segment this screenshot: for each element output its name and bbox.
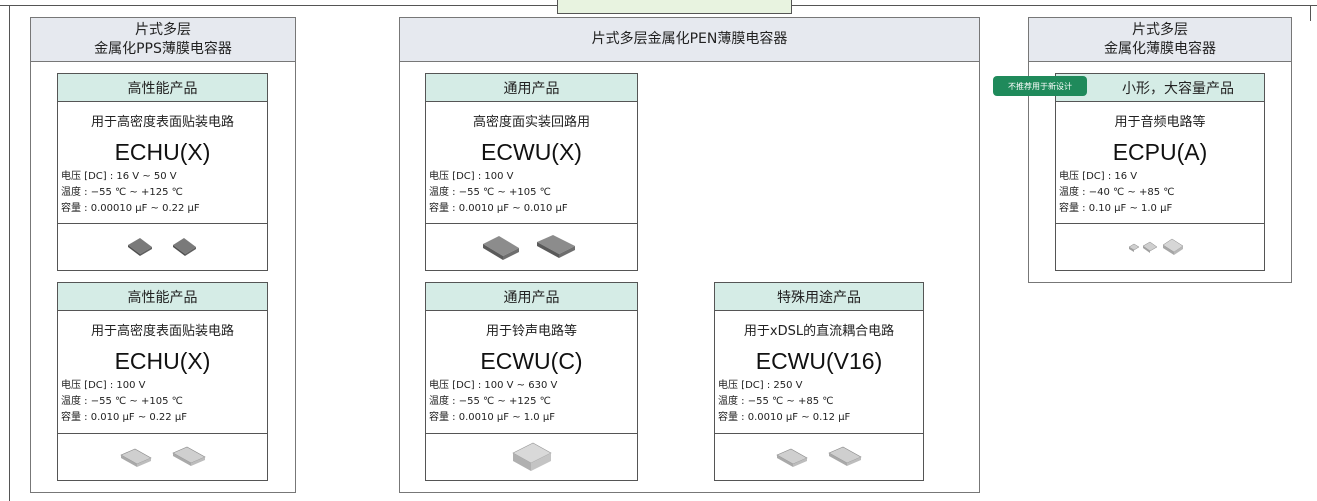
card-category: 通用产品 bbox=[426, 283, 637, 311]
product-card-ecwu-v16[interactable]: 特殊用途产品 用于xDSL的直流耦合电路 ECWU(V16) 电压 [DC] :… bbox=[714, 282, 924, 481]
product-card-ecpu-a[interactable]: 小形，大容量产品 用于音频电路等 ECPU(A) 电压 [DC] : 16 V … bbox=[1055, 73, 1265, 271]
product-card-echu-1[interactable]: 高性能产品 用于高密度表面贴装电路 ECHU(X) 电压 [DC] : 16 V… bbox=[57, 73, 268, 271]
group-header: 片式多层 金属化薄膜电容器 bbox=[1029, 18, 1291, 62]
product-image-row bbox=[715, 433, 923, 480]
spec-capacitance: 容量 : 0.0010 μF ~ 0.12 μF bbox=[718, 412, 851, 423]
product-image-row bbox=[58, 223, 267, 270]
spec-capacitance: 容量 : 0.0010 μF ~ 0.010 μF bbox=[429, 203, 568, 214]
card-model-name[interactable]: ECPU(A) bbox=[1112, 139, 1208, 165]
product-image-row bbox=[58, 433, 267, 480]
card-model-name[interactable]: ECWU(V16) bbox=[755, 348, 883, 374]
chip-capacitor-icon bbox=[119, 446, 206, 467]
spec-voltage: 电压 [DC] : 100 V bbox=[429, 171, 514, 182]
spec-capacitance: 容量 : 0.00010 μF ~ 0.22 μF bbox=[61, 203, 200, 214]
product-card-ecwu-c[interactable]: 通用产品 用于铃声电路等 ECWU(C) 电压 [DC] : 100 V ~ 6… bbox=[425, 282, 638, 481]
group-title-line2: 金属化薄膜电容器 bbox=[1104, 40, 1216, 57]
card-model-name[interactable]: ECHU(X) bbox=[114, 348, 211, 374]
card-model-name[interactable]: ECWU(X) bbox=[481, 139, 582, 165]
group-header: 片式多层金属化PEN薄膜电容器 bbox=[400, 18, 979, 62]
spec-voltage: 电压 [DC] : 250 V bbox=[718, 380, 803, 391]
product-card-echu-2[interactable]: 高性能产品 用于高密度表面贴装电路 ECHU(X) 电压 [DC] : 100 … bbox=[57, 282, 268, 481]
tree-left-line bbox=[9, 5, 10, 501]
spec-voltage: 电压 [DC] : 100 V bbox=[61, 380, 146, 391]
card-category: 高性能产品 bbox=[58, 74, 267, 102]
card-model-name[interactable]: ECHU(X) bbox=[114, 139, 211, 165]
spec-temperature: 温度 : −55 ℃ ~ +105 ℃ bbox=[61, 396, 183, 407]
chip-capacitor-icon bbox=[1128, 238, 1184, 255]
group-title: 片式多层金属化PEN薄膜电容器 bbox=[591, 31, 788, 47]
spec-temperature: 温度 : −55 ℃ ~ +85 ℃ bbox=[718, 396, 834, 407]
chip-capacitor-icon bbox=[511, 442, 552, 471]
product-image-row bbox=[426, 223, 637, 270]
chip-capacitor-icon bbox=[482, 235, 575, 260]
card-description: 用于xDSL的直流耦合电路 bbox=[743, 324, 895, 339]
not-recommended-badge: 不推荐用于新设计 bbox=[993, 76, 1087, 96]
spec-voltage: 电压 [DC] : 100 V ~ 630 V bbox=[429, 380, 558, 391]
product-card-ecwu-x[interactable]: 通用产品 高密度面实装回路用 ECWU(X) 电压 [DC] : 100 V 温… bbox=[425, 73, 638, 271]
spec-temperature: 温度 : −55 ℃ ~ +105 ℃ bbox=[429, 187, 551, 198]
spec-temperature: 温度 : −55 ℃ ~ +125 ℃ bbox=[429, 396, 551, 407]
group-title-line1: 片式多层 bbox=[135, 21, 191, 38]
spec-temperature: 温度 : −55 ℃ ~ +125 ℃ bbox=[61, 187, 183, 198]
spec-capacitance: 容量 : 0.10 μF ~ 1.0 μF bbox=[1059, 203, 1173, 214]
product-image-row bbox=[426, 433, 637, 480]
spec-capacitance: 容量 : 0.010 μF ~ 0.22 μF bbox=[61, 412, 187, 423]
card-category: 特殊用途产品 bbox=[715, 283, 923, 311]
group-title-line1: 片式多层 bbox=[1132, 21, 1188, 38]
spec-voltage: 电压 [DC] : 16 V bbox=[1059, 171, 1138, 182]
card-description: 用于铃声电路等 bbox=[485, 324, 577, 339]
card-description: 用于高密度表面贴装电路 bbox=[90, 324, 234, 339]
group-title-line2: 金属化PPS薄膜电容器 bbox=[94, 40, 232, 57]
group-header: 片式多层 金属化PPS薄膜电容器 bbox=[31, 18, 295, 62]
card-description: 高密度面实装回路用 bbox=[472, 115, 590, 130]
tree-right-line bbox=[1310, 5, 1311, 21]
card-category: 通用产品 bbox=[426, 74, 637, 102]
spec-capacitance: 容量 : 0.0010 μF ~ 1.0 μF bbox=[429, 412, 555, 423]
spec-voltage: 电压 [DC] : 16 V ~ 50 V bbox=[61, 171, 177, 182]
card-description: 用于音频电路等 bbox=[1114, 115, 1206, 130]
tree-root-box bbox=[557, 0, 792, 14]
card-category: 小形，大容量产品 bbox=[1056, 74, 1264, 102]
chip-capacitor-icon bbox=[776, 446, 862, 467]
spec-temperature: 温度 : −40 ℃ ~ +85 ℃ bbox=[1059, 187, 1175, 198]
product-image-row bbox=[1056, 223, 1264, 270]
card-description: 用于高密度表面贴装电路 bbox=[90, 115, 234, 130]
chip-capacitor-icon bbox=[127, 238, 196, 256]
card-category: 高性能产品 bbox=[58, 283, 267, 311]
card-model-name[interactable]: ECWU(C) bbox=[480, 348, 583, 374]
